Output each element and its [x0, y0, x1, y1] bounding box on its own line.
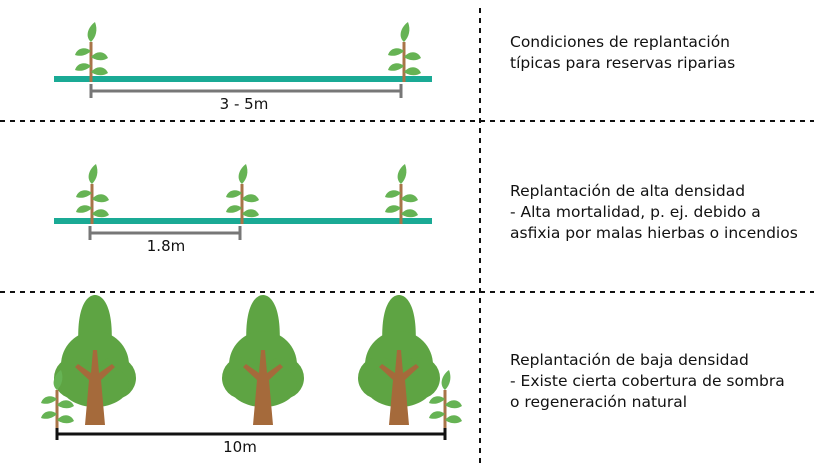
description-line: Replantación de alta densidad	[510, 182, 746, 200]
description-line: - Existe cierta cobertura de sombra	[510, 372, 785, 390]
seedling-icon	[383, 162, 420, 226]
description-line: Condiciones de replantación	[510, 33, 730, 51]
panel-1-illustration: 3 - 5m	[54, 20, 432, 113]
seedling-icon	[73, 20, 110, 84]
spacing-dimension	[88, 226, 242, 240]
seedling-icon	[224, 162, 261, 226]
spacing-label: 3 - 5m	[220, 95, 269, 113]
panel-2-illustration: 1.8m	[54, 162, 432, 255]
panel-2-description: Replantación de alta densidad - Alta mor…	[510, 181, 798, 244]
panel-1-description: Condiciones de replantación típicas para…	[510, 32, 735, 74]
spacing-dimension	[89, 84, 403, 98]
panel-3-description: Replantación de baja densidad - Existe c…	[510, 350, 785, 413]
description-line: típicas para reservas riparias	[510, 54, 736, 72]
seedling-icon	[386, 20, 423, 84]
description-line: Replantación de baja densidad	[510, 351, 749, 369]
seedling-icon	[74, 162, 111, 226]
spacing-label: 10m	[223, 438, 257, 456]
description-line: - Alta mortalidad, p. ej. debido a	[510, 203, 761, 221]
panel-3-illustration: 10m	[39, 295, 464, 456]
spacing-dimension	[55, 428, 447, 440]
tree-icon	[222, 295, 304, 425]
ground-line	[54, 76, 432, 82]
tree-icon	[358, 295, 440, 425]
spacing-label: 1.8m	[147, 237, 185, 255]
description-line: o regeneración natural	[510, 393, 688, 411]
description-line: asfixia por malas hierbas o incendios	[510, 224, 798, 242]
